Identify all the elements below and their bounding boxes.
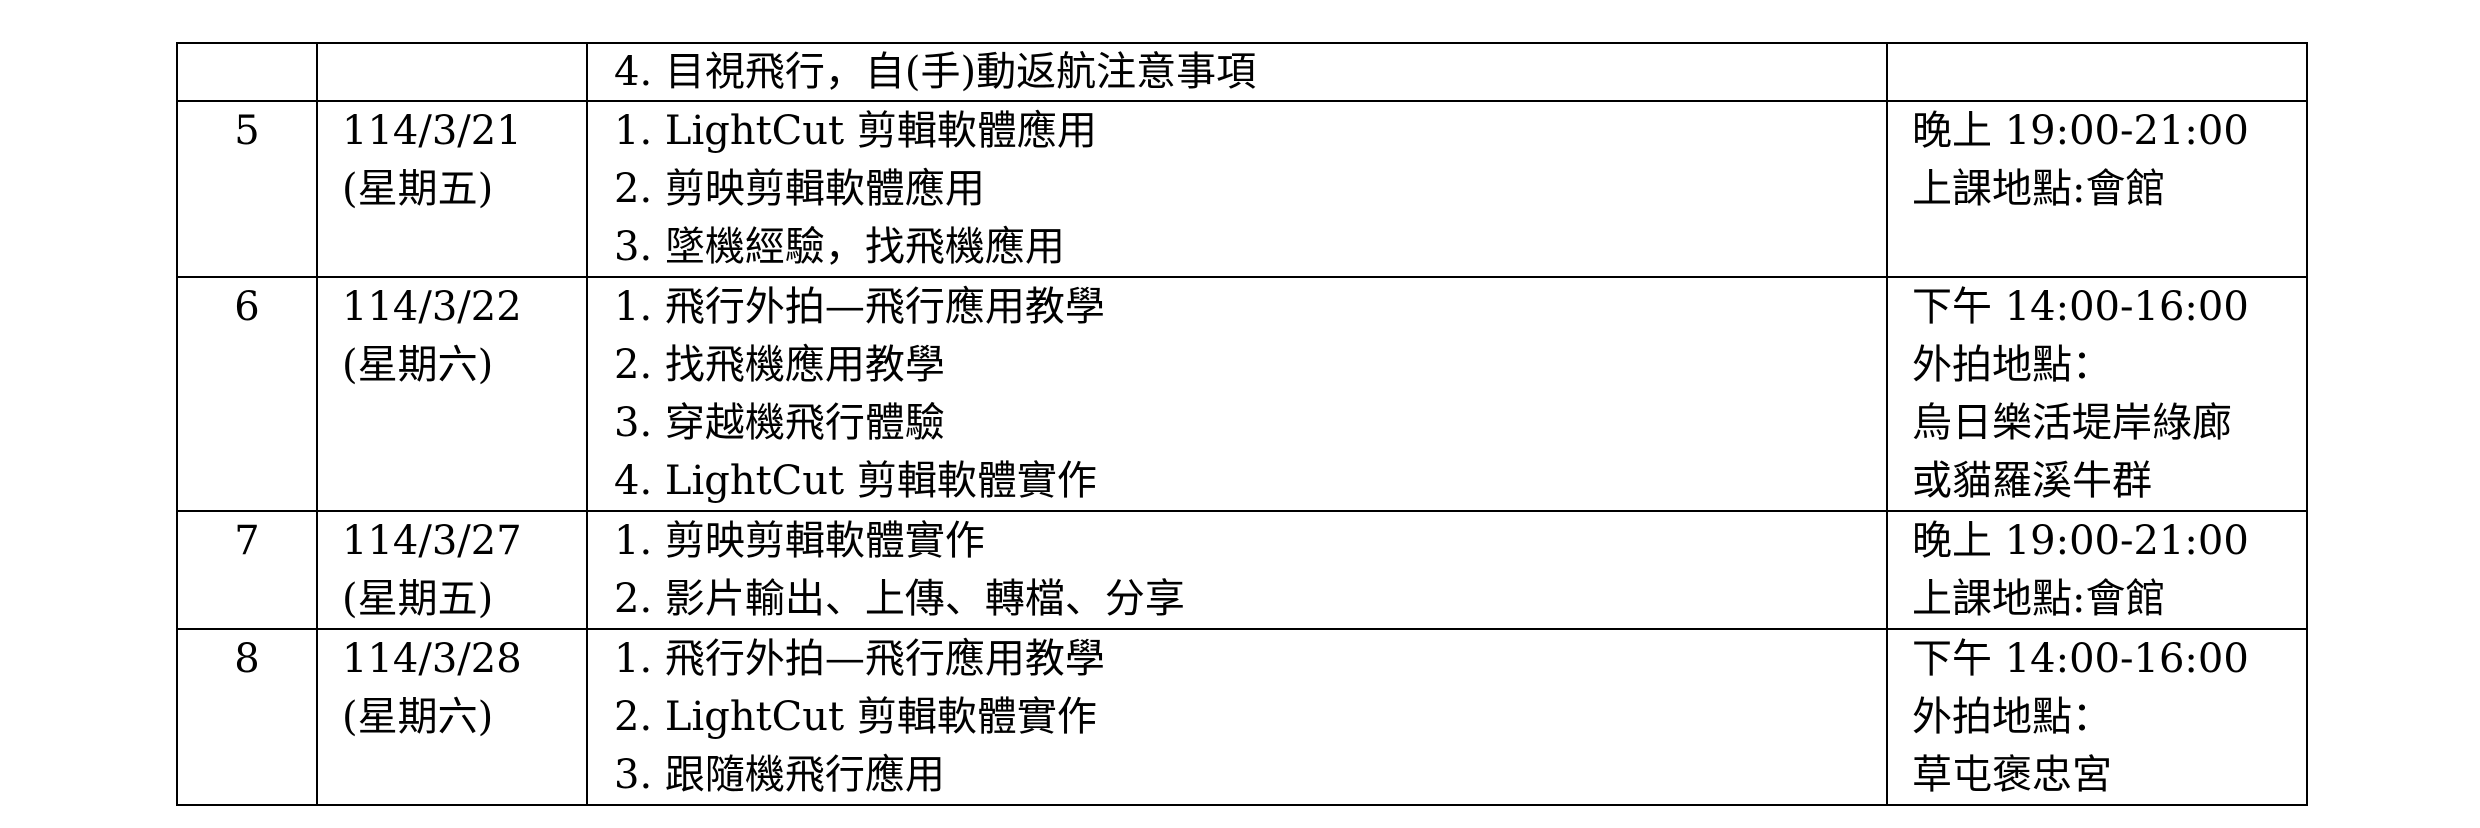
- session-time: 下午 14:00-16:00: [1912, 636, 2249, 682]
- session-date-cell: 114/3/21 (星期五): [316, 100, 588, 278]
- course-item: 2. LightCut 剪輯軟體實作: [614, 694, 1097, 740]
- session-weekday: (星期五): [342, 576, 494, 622]
- course-item: 1. 剪映剪輯軟體實作: [614, 518, 985, 564]
- table-row: 7 114/3/27 (星期五) 1. 剪映剪輯軟體實作 2. 影片輸出、上傳、…: [176, 510, 2308, 630]
- session-date: 114/3/22: [342, 284, 522, 330]
- course-item: 1. LightCut 剪輯軟體應用: [614, 108, 1097, 154]
- course-item: 4. LightCut 剪輯軟體實作: [614, 458, 1097, 504]
- session-number-cell: 7: [176, 510, 318, 630]
- session-location-alt: 或貓羅溪牛群: [1912, 458, 2152, 504]
- course-item: 2. 剪映剪輯軟體應用: [614, 166, 985, 212]
- time-location-cell: 下午 14:00-16:00 外拍地點： 草屯褒忠宮: [1886, 628, 2308, 806]
- course-item: 2. 找飛機應用教學: [614, 342, 945, 388]
- session-number-cell: 8: [176, 628, 318, 806]
- session-number: 7: [234, 518, 260, 564]
- session-number-cell: 6: [176, 276, 318, 512]
- session-location: 上課地點:會館: [1912, 166, 2166, 212]
- session-location-label: 外拍地點：: [1912, 342, 2112, 388]
- time-location-cell: [1886, 42, 2308, 102]
- session-location: 烏日樂活堤岸綠廊: [1912, 400, 2232, 446]
- session-date-cell: 114/3/27 (星期五): [316, 510, 588, 630]
- session-date-cell: 114/3/28 (星期六): [316, 628, 588, 806]
- time-location-cell: 下午 14:00-16:00 外拍地點： 烏日樂活堤岸綠廊 或貓羅溪牛群: [1886, 276, 2308, 512]
- session-number: 5: [234, 108, 260, 154]
- session-date-cell: [316, 42, 588, 102]
- session-date: 114/3/28: [342, 636, 522, 682]
- session-number: [178, 44, 316, 100]
- session-location: 上課地點:會館: [1912, 576, 2166, 622]
- time-location-cell: 晚上 19:00-21:00 上課地點:會館: [1886, 100, 2308, 278]
- course-item: 4. 目視飛行，自(手)動返航注意事項: [614, 49, 1257, 95]
- session-time: 下午 14:00-16:00: [1912, 284, 2249, 330]
- course-item: 1. 飛行外拍—飛行應用教學: [614, 636, 1105, 682]
- session-number-cell: [176, 42, 318, 102]
- course-item: 2. 影片輸出、上傳、轉檔、分享: [614, 576, 1185, 622]
- course-content-cell: 1. 飛行外拍—飛行應用教學 2. LightCut 剪輯軟體實作 3. 跟隨機…: [586, 628, 1888, 806]
- table-row: 8 114/3/28 (星期六) 1. 飛行外拍—飛行應用教學 2. Light…: [176, 628, 2308, 806]
- session-weekday: (星期五): [342, 166, 494, 212]
- session-number: 6: [234, 284, 260, 330]
- table-row: 5 114/3/21 (星期五) 1. LightCut 剪輯軟體應用 2. 剪…: [176, 100, 2308, 278]
- session-location: 草屯褒忠宮: [1912, 752, 2112, 798]
- session-time: 晚上 19:00-21:00: [1912, 518, 2249, 564]
- session-number: 8: [234, 636, 260, 682]
- course-item: 3. 跟隨機飛行應用: [614, 752, 945, 798]
- session-time: 晚上 19:00-21:00: [1912, 108, 2249, 154]
- session-number-cell: 5: [176, 100, 318, 278]
- session-weekday: (星期六): [342, 342, 494, 388]
- table-row: 6 114/3/22 (星期六) 1. 飛行外拍—飛行應用教學 2. 找飛機應用…: [176, 276, 2308, 512]
- course-content-cell: 4. 目視飛行，自(手)動返航注意事項: [586, 42, 1888, 102]
- session-date: 114/3/21: [342, 108, 522, 154]
- course-item: 1. 飛行外拍—飛行應用教學: [614, 284, 1105, 330]
- course-item: 3. 墜機經驗，找飛機應用: [614, 224, 1065, 270]
- course-content-cell: 1. LightCut 剪輯軟體應用 2. 剪映剪輯軟體應用 3. 墜機經驗，找…: [586, 100, 1888, 278]
- table-row: 4. 目視飛行，自(手)動返航注意事項: [176, 42, 2308, 102]
- course-item: 3. 穿越機飛行體驗: [614, 400, 945, 446]
- session-weekday: (星期六): [342, 694, 494, 740]
- time-location-cell: 晚上 19:00-21:00 上課地點:會館: [1886, 510, 2308, 630]
- schedule-table: 4. 目視飛行，自(手)動返航注意事項 5 114/3/21 (星期五) 1. …: [176, 42, 2308, 806]
- session-date-cell: 114/3/22 (星期六): [316, 276, 588, 512]
- session-date: 114/3/27: [342, 518, 522, 564]
- course-content-cell: 1. 飛行外拍—飛行應用教學 2. 找飛機應用教學 3. 穿越機飛行體驗 4. …: [586, 276, 1888, 512]
- session-location-label: 外拍地點：: [1912, 694, 2112, 740]
- course-content-cell: 1. 剪映剪輯軟體實作 2. 影片輸出、上傳、轉檔、分享: [586, 510, 1888, 630]
